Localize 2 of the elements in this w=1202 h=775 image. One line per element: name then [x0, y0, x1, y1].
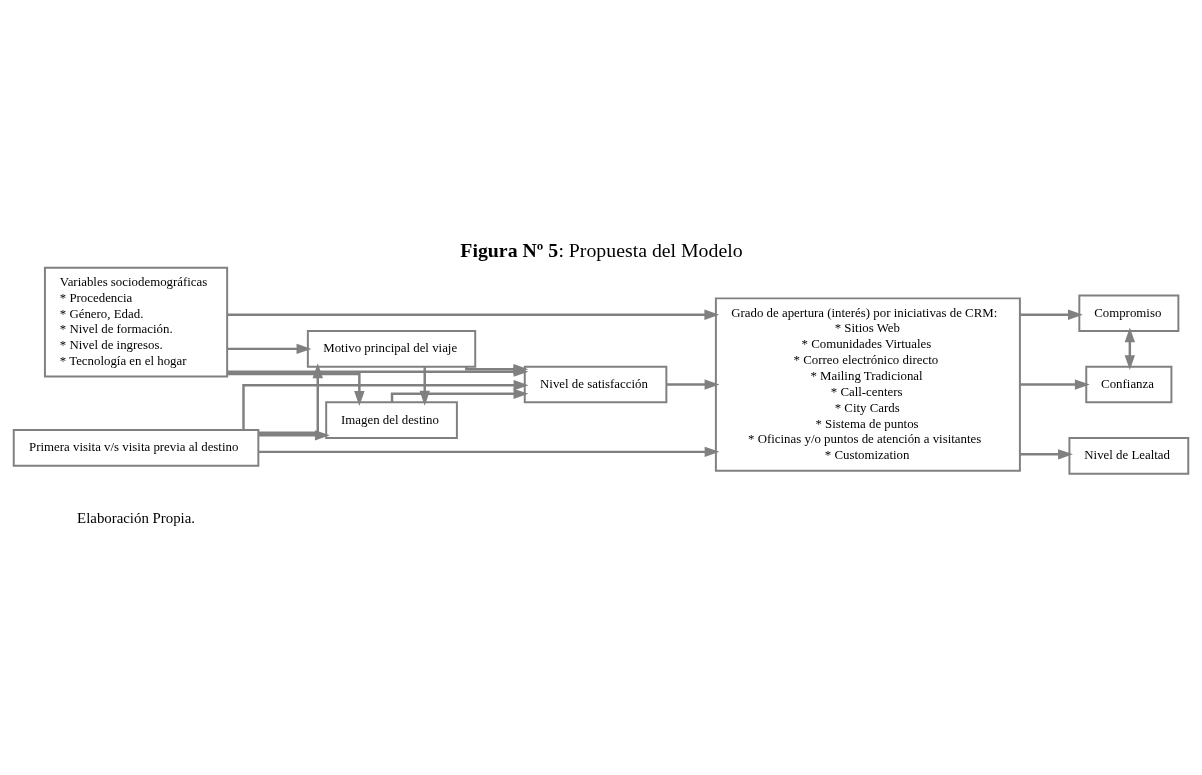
- diagram-title: Figura Nº 5: Propuesta del Modelo: [460, 238, 743, 261]
- caption: Elaboración Propia.: [77, 509, 195, 526]
